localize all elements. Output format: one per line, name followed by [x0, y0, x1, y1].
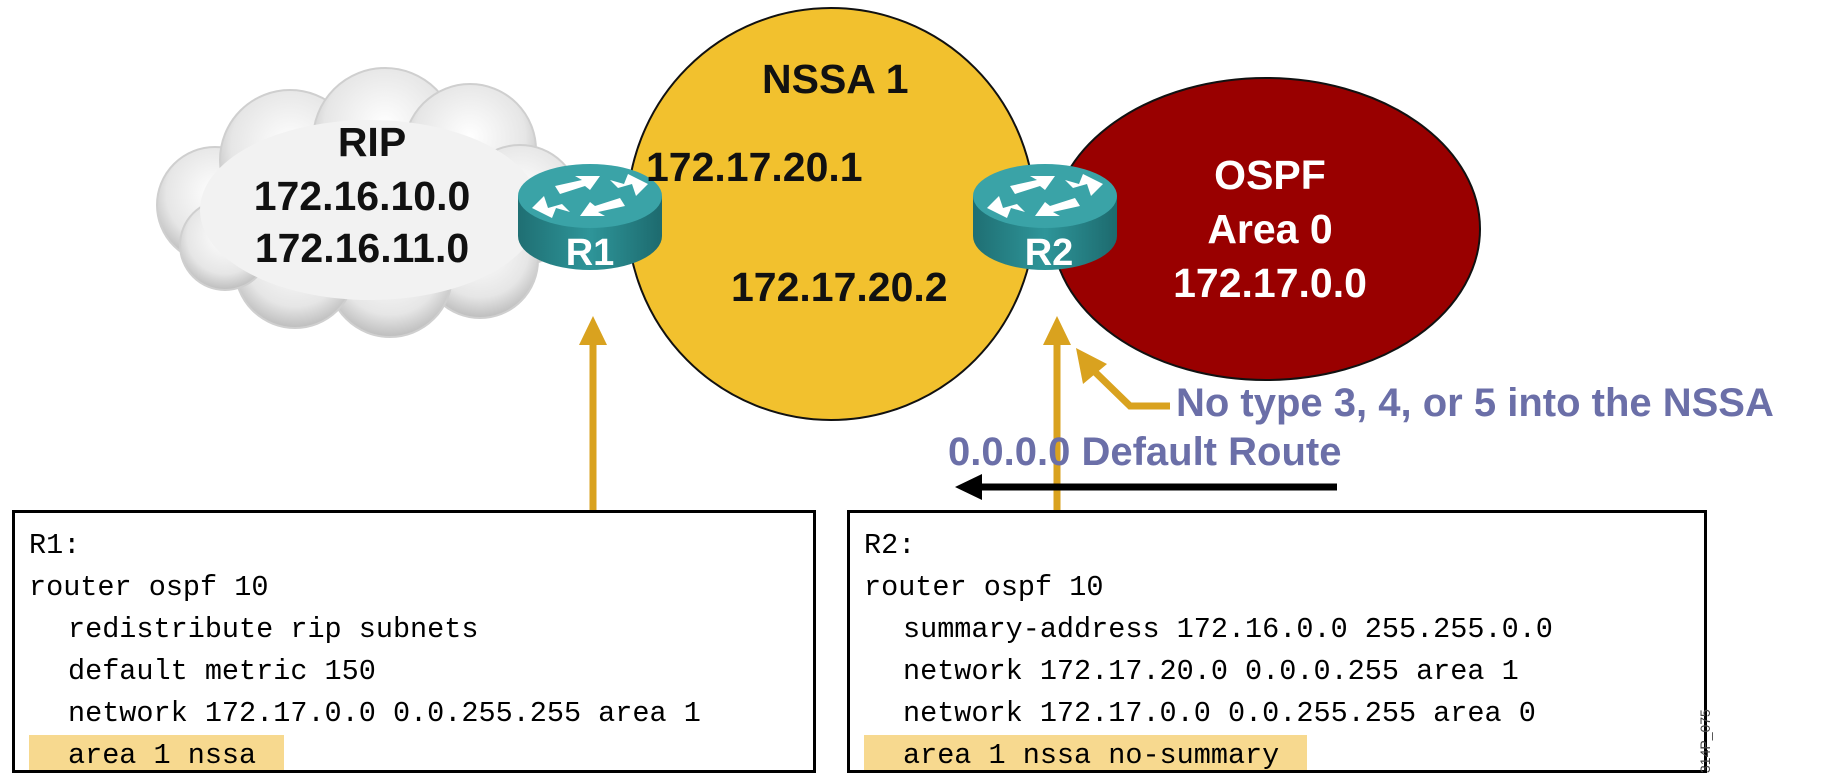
default-route-arrow: [955, 474, 1337, 500]
r1-config-box: R1: router ospf 10 redistribute rip subn…: [12, 510, 816, 773]
default-route-note: 0.0.0.0 Default Route: [948, 430, 1342, 474]
ospf-title: OSPF: [1214, 152, 1326, 198]
r1-config-arrow: [579, 316, 607, 515]
rip-network-1: 172.16.10.0: [253, 173, 471, 219]
rip-title: RIP: [337, 119, 407, 165]
router-r1-icon: [518, 164, 662, 270]
r1-config-cmd: network 172.17.0.0 0.0.255.255 area 1: [68, 697, 701, 730]
r2-config-router: router ospf 10: [864, 571, 1104, 604]
r1-config-cmd: redistribute rip subnets: [68, 613, 479, 646]
r1-config-header: R1:: [29, 529, 81, 562]
r1-config-highlight: area 1 nssa: [29, 735, 285, 770]
r2-config-header: R2:: [864, 529, 916, 562]
ospf-network: 172.17.0.0: [1173, 260, 1367, 306]
nssa-address-r1: 172.17.20.1: [646, 144, 863, 190]
r2-config-box: R2: router ospf 10 summary-address 172.1…: [847, 510, 1707, 773]
r2-config-cmd: network 172.17.20.0 0.0.0.255 area 1: [903, 655, 1519, 688]
r2-config-highlight: area 1 nssa no-summary: [864, 735, 1308, 770]
nssa-address-r2: 172.17.20.2: [731, 264, 948, 310]
r2-config-cmd: summary-address 172.16.0.0 255.255.0.0: [903, 613, 1553, 646]
nssa-title: NSSA 1: [762, 56, 909, 102]
router-r2-label: R2: [1024, 232, 1074, 274]
r1-config-router: router ospf 10: [29, 571, 269, 604]
figure-code: 314P_075: [1697, 709, 1713, 773]
router-r1-label: R1: [565, 232, 615, 274]
router-r2-icon: [973, 164, 1117, 270]
ospf-area-label: Area 0: [1207, 206, 1333, 252]
r2-config-cmd: network 172.17.0.0 0.0.255.255 area 0: [903, 697, 1536, 730]
r1-config-cmd: default metric 150: [68, 655, 376, 688]
rip-network-2: 172.16.11.0: [254, 225, 470, 271]
no-type-note: No type 3, 4, or 5 into the NSSA: [1176, 381, 1774, 425]
no-type-arrow: [1076, 348, 1170, 410]
